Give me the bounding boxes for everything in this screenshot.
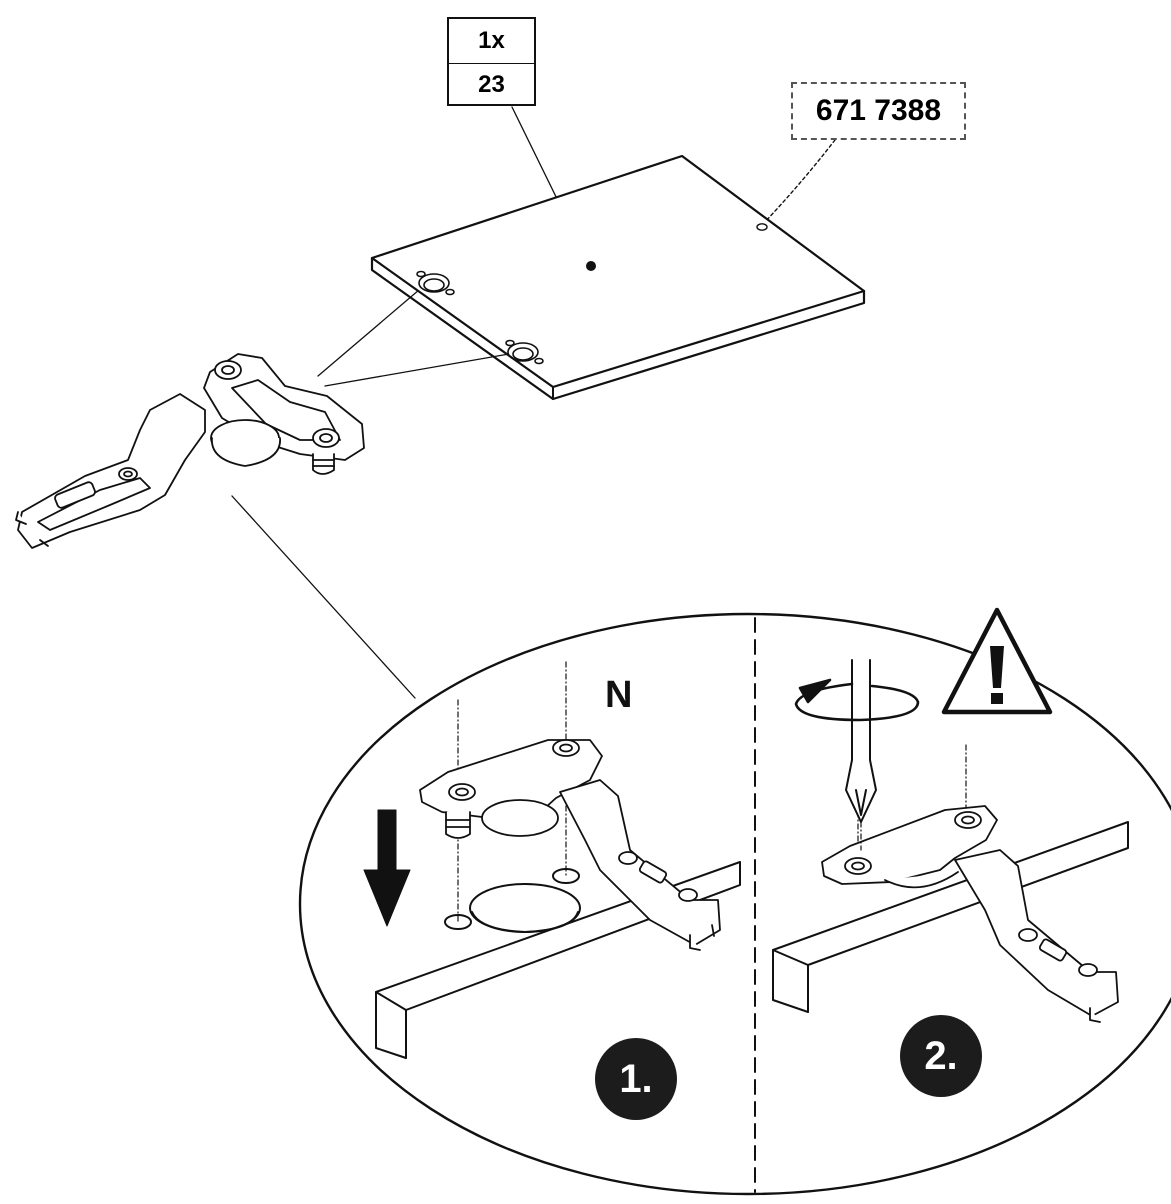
rotate-arrow-icon xyxy=(794,678,920,722)
step-2-badge: 2. xyxy=(900,1015,982,1097)
step-1-badge: 1. xyxy=(595,1038,677,1120)
quantity-label: 1x xyxy=(449,19,534,64)
detail-callout xyxy=(298,612,1171,1196)
hardware-code-box: 671 7388 xyxy=(791,82,966,140)
hinge-step2 xyxy=(821,805,1119,1023)
cup-hole-1 xyxy=(416,270,455,296)
down-arrow-icon xyxy=(363,809,411,927)
leader-line-part-code xyxy=(761,139,836,226)
quantity-box: 1x 23 xyxy=(447,17,536,106)
center-dot xyxy=(586,261,596,271)
leader-line-detail xyxy=(231,495,416,699)
hinge-type-label: N xyxy=(605,674,633,716)
part-reference: 23 xyxy=(478,71,505,98)
leader-line-hinge-2 xyxy=(324,353,510,387)
leader-line-hinge-1 xyxy=(317,283,427,377)
small-hole xyxy=(756,223,768,231)
cup-hole-2 xyxy=(505,339,544,365)
warning-triangle-icon xyxy=(941,607,1053,715)
screwdriver-icon xyxy=(845,659,877,851)
door-panel xyxy=(370,154,866,401)
hinge-icon xyxy=(15,353,365,549)
cabinet-side-step1 xyxy=(375,661,741,1059)
hinge-step1 xyxy=(419,739,721,951)
